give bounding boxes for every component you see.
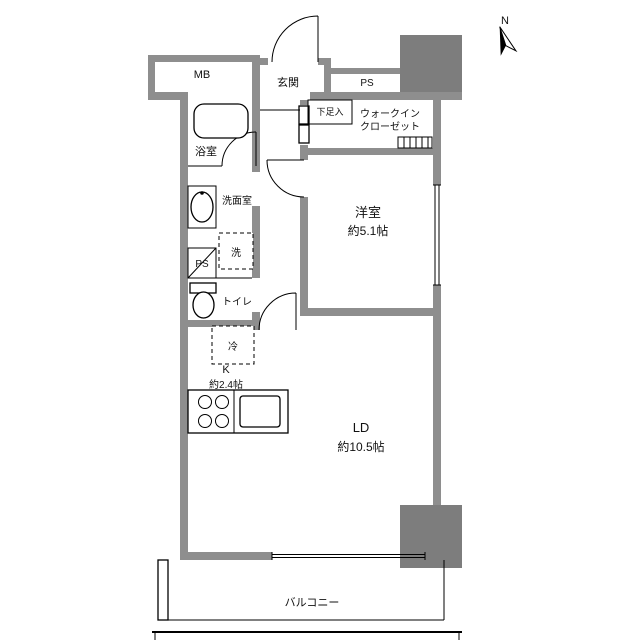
washer-space [218, 232, 254, 270]
ps-duct-diagonal [187, 247, 217, 279]
shoe-cabinet [307, 99, 353, 125]
window-bedroom-glass [433, 184, 441, 286]
vanity-counter [187, 185, 217, 229]
washbasin-icon [190, 191, 214, 223]
label-ld: LD [353, 420, 370, 435]
label-balcony: バルコニー [285, 596, 340, 609]
window-living-glass [271, 552, 426, 560]
compass: N [499, 15, 518, 56]
walls-shape [148, 55, 462, 560]
bathtub-icon [193, 103, 249, 139]
label-wic-1: ウォークイン [360, 108, 420, 120]
bedroom-door-arc [266, 159, 305, 198]
label-shoe-storage: 下足入 [316, 107, 343, 117]
living-door-arc [258, 292, 297, 331]
closet-hanger-strip [397, 136, 433, 149]
bath-door-arc [221, 131, 257, 167]
structure-block-bottom-right [400, 505, 462, 568]
label-ld-size: 約10.5帖 [337, 439, 384, 454]
label-washer: 洗 [231, 247, 241, 259]
ps-duct-box [187, 247, 217, 279]
window-bedroom [433, 184, 441, 286]
closet-hanger-hatch [403, 137, 429, 148]
label-washroom: 洗面室 [222, 194, 252, 207]
label-mb: MB [194, 69, 211, 81]
toilet-bowl-icon [192, 291, 215, 319]
compass-arrow-white [499, 26, 518, 53]
window-living [271, 552, 426, 560]
room-labels: MB 玄関 PS 下足入 ウォークイン クローゼット 浴室 洗面室 洗 PS ト… [194, 69, 420, 609]
label-bedroom-size: 約5.1帖 [348, 223, 389, 238]
front-door-arc [271, 15, 319, 63]
label-fridge: 冷 [228, 340, 238, 353]
label-toilet: トイレ [222, 297, 252, 308]
fridge-space [211, 325, 255, 365]
label-wic-2: クローゼット [360, 121, 420, 133]
stove-burner-1 [198, 395, 212, 409]
windows [271, 184, 441, 560]
balcony [152, 559, 462, 640]
label-kitchen-k: K [222, 364, 230, 376]
stove-burner-4 [215, 414, 229, 428]
label-kitchen-size: 約2.4帖 [209, 378, 243, 391]
label-genkan: 玄関 [277, 75, 299, 89]
label-ps-mid: PS [195, 259, 209, 270]
structure-block-top-right [400, 35, 462, 92]
kitchen-sink [239, 395, 281, 428]
faucet-dot [200, 191, 204, 195]
label-bedroom: 洋室 [355, 205, 381, 220]
balcony-partition-panel [157, 559, 169, 621]
label-compass-n: N [501, 15, 509, 27]
fixtures [187, 99, 433, 434]
stove-burner-2 [215, 395, 229, 409]
label-ps-top: PS [360, 78, 374, 89]
folding-door-panel-2 [298, 124, 310, 144]
folding-door-panel-1 [298, 105, 310, 125]
stove-burner-3 [198, 414, 212, 428]
label-bath: 浴室 [195, 144, 217, 158]
compass-arrow [499, 26, 518, 56]
compass-arrow-black [499, 26, 506, 56]
doors [221, 15, 319, 331]
